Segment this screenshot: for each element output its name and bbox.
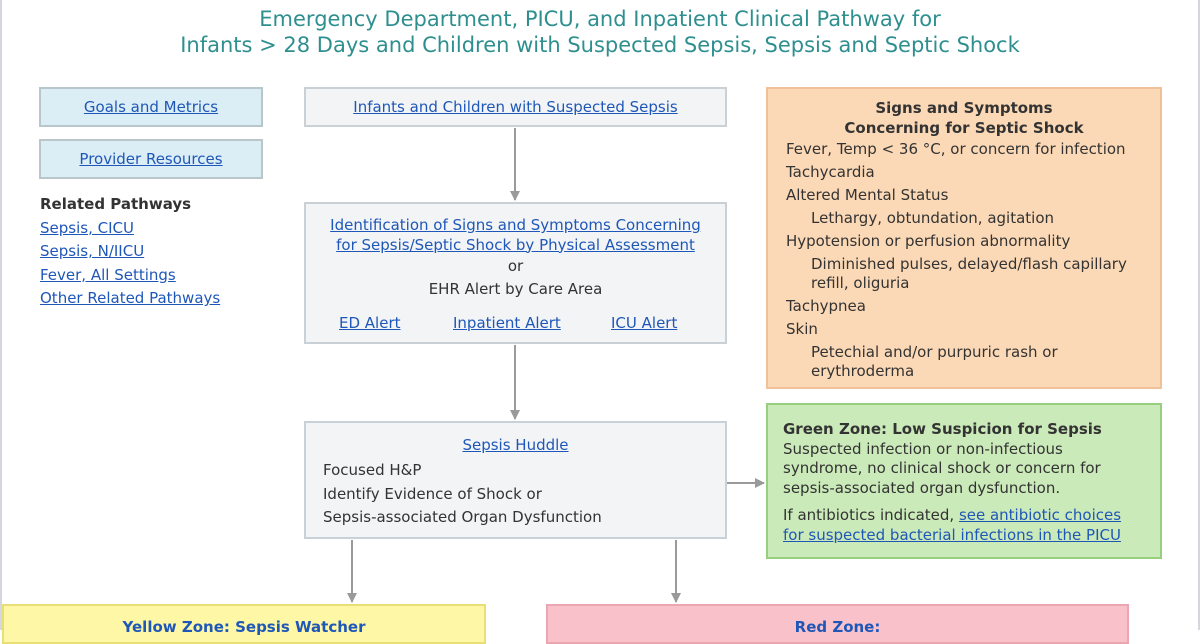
antibiotic-link-line-2: for suspected bacterial infections in th… xyxy=(783,525,1121,544)
sign-diminished-pulses: Diminished pulses, delayed/flash capilla… xyxy=(811,255,1127,273)
related-link-fever-all-settings[interactable]: Fever, All Settings xyxy=(40,265,176,284)
page-title-line-1: Emergency Department, PICU, and Inpatien… xyxy=(259,7,941,31)
identification-box: Identification of Signs and Symptoms Con… xyxy=(304,202,727,344)
sign-tachycardia: Tachycardia xyxy=(786,163,875,181)
signs-title-line-1: Signs and Symptoms xyxy=(875,99,1053,117)
provider-resources-box: Provider Resources xyxy=(39,139,263,179)
sign-erythroderma: erythroderma xyxy=(811,362,915,380)
inpatient-alert-link[interactable]: Inpatient Alert xyxy=(453,314,561,332)
green-zone-box: Green Zone: Low Suspicion for Sepsis Sus… xyxy=(766,403,1162,559)
icu-alert-link[interactable]: ICU Alert xyxy=(611,314,678,332)
signs-title: Signs and Symptoms Concerning for Septic… xyxy=(768,98,1160,138)
red-zone-title[interactable]: Red Zone: xyxy=(794,618,881,636)
antibiotic-link-line-1: see antibiotic choices xyxy=(958,506,1122,524)
identification-link[interactable]: Identification of Signs and Symptoms Con… xyxy=(330,216,701,254)
huddle-line-identify-shock: Identify Evidence of Shock or xyxy=(323,484,542,503)
related-link-other-pathways[interactable]: Other Related Pathways xyxy=(40,289,221,307)
related-link-sepsis-cicu[interactable]: Sepsis, CICU xyxy=(40,218,134,237)
yellow-zone-title[interactable]: Yellow Zone: Sepsis Watcher xyxy=(122,618,366,636)
sign-hypotension: Hypotension or perfusion abnormality xyxy=(786,232,1071,250)
antibiotics-prefix: If antibiotics indicated, xyxy=(783,506,959,524)
provider-resources-link[interactable]: Provider Resources xyxy=(79,150,223,168)
green-zone-body-line-3: sepsis-associated organ dysfunction. xyxy=(783,478,1061,497)
sign-altered-mental-status: Altered Mental Status xyxy=(786,186,949,204)
sign-tachypnea: Tachypnea xyxy=(786,297,866,315)
sepsis-huddle-link[interactable]: Sepsis Huddle xyxy=(462,436,569,454)
goals-and-metrics-link[interactable]: Goals and Metrics xyxy=(83,98,219,116)
antibiotics-note: If antibiotics indicated, see antibiotic… xyxy=(783,506,1150,545)
green-zone-body-line-2: syndrome, no clinical shock or concern f… xyxy=(783,459,1101,477)
sign-petechial-rash: Petechial and/or purpuric rash or xyxy=(811,343,1058,361)
or-text: or xyxy=(507,257,524,275)
entry-box: Infants and Children with Suspected Seps… xyxy=(304,87,727,127)
frame-right-edge xyxy=(1198,0,1200,630)
signs-title-line-2: Concerning for Septic Shock xyxy=(844,119,1084,137)
sign-lethargy: Lethargy, obtundation, agitation xyxy=(811,209,1055,227)
related-pathways-heading: Related Pathways xyxy=(40,195,192,213)
huddle-line-focused-hp: Focused H&P xyxy=(323,461,422,479)
page-title: Emergency Department, PICU, and Inpatien… xyxy=(0,6,1200,58)
page-title-line-2: Infants > 28 Days and Children with Susp… xyxy=(180,33,1020,57)
green-zone-body-line-1: Suspected infection or non-infectious xyxy=(783,439,1063,458)
goals-and-metrics-box: Goals and Metrics xyxy=(39,87,263,127)
suspected-sepsis-link[interactable]: Infants and Children with Suspected Seps… xyxy=(353,98,678,116)
sign-fever: Fever, Temp < 36 °C, or concern for infe… xyxy=(786,140,1126,158)
red-zone-box: Red Zone: xyxy=(546,604,1129,644)
related-link-sepsis-nicu[interactable]: Sepsis, N/IICU xyxy=(40,242,145,260)
sign-skin: Skin xyxy=(786,320,818,338)
sign-refill-oliguria: refill, oliguria xyxy=(811,274,910,292)
identification-link-line-1: Identification of Signs and Symptoms Con… xyxy=(330,216,701,234)
green-zone-title: Green Zone: Low Suspicion for Sepsis xyxy=(783,420,1102,438)
sepsis-huddle-box: Sepsis Huddle Focused H&P Identify Evide… xyxy=(304,421,727,539)
huddle-line-organ-dysfunction: Sepsis-associated Organ Dysfunction xyxy=(323,508,602,526)
related-pathways: Related Pathways Sepsis, CICU Sepsis, N/… xyxy=(40,193,220,311)
yellow-zone-box: Yellow Zone: Sepsis Watcher xyxy=(2,604,486,644)
identification-link-line-2: for Sepsis/Septic Shock by Physical Asse… xyxy=(336,235,695,254)
frame-left-edge xyxy=(0,0,2,630)
ehr-alert-text: EHR Alert by Care Area xyxy=(428,279,603,298)
ed-alert-link[interactable]: ED Alert xyxy=(339,314,401,332)
flow-arrows xyxy=(347,128,765,603)
signs-and-symptoms-box: Signs and Symptoms Concerning for Septic… xyxy=(766,87,1162,389)
signs-list: Fever, Temp < 36 °C, or concern for infe… xyxy=(786,140,1150,385)
